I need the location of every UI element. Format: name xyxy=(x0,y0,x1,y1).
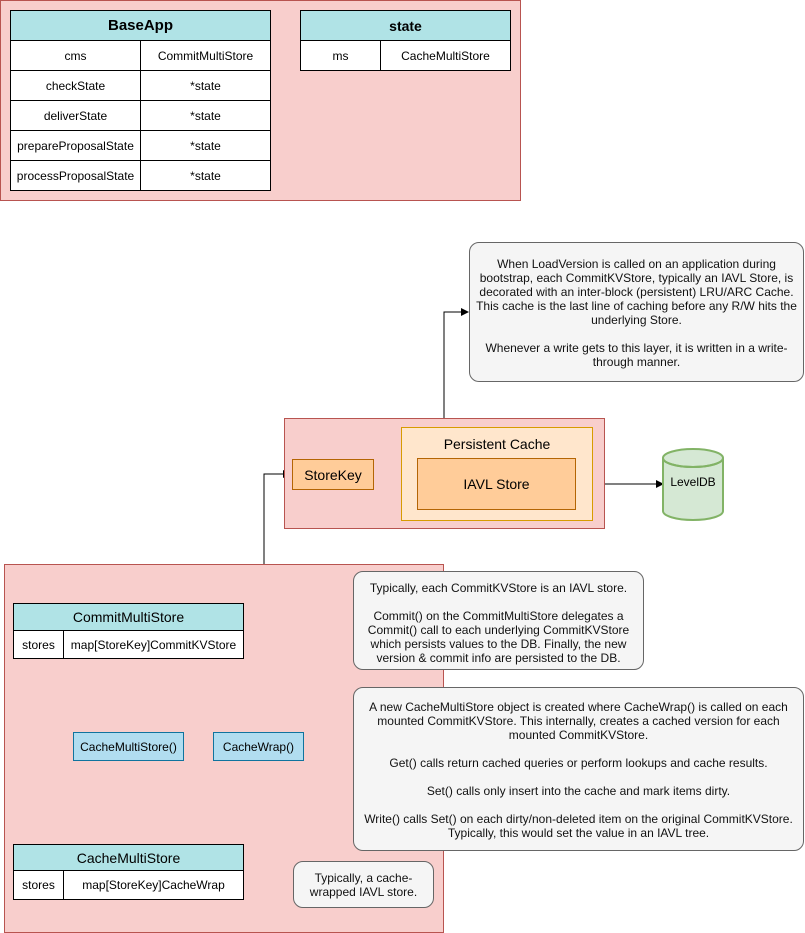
baseapp-row-value: *state xyxy=(140,100,271,131)
commitmultistore-key: stores xyxy=(13,630,64,659)
persistent-cache-title: Persistent Cache xyxy=(443,436,551,452)
commitmultistore-value: map[StoreKey]CommitKVStore xyxy=(63,630,244,659)
persistent-cache-note: When LoadVersion is called on an applica… xyxy=(469,242,804,382)
cachewrap-fn-box: CacheWrap() xyxy=(213,732,304,761)
baseapp-row-value: *state xyxy=(140,70,271,101)
state-row-key: ms xyxy=(300,40,381,71)
baseapp-table-title: BaseApp xyxy=(10,10,271,41)
baseapp-row-key: processProposalState xyxy=(10,160,141,191)
baseapp-row-value: *state xyxy=(140,160,271,191)
cachemultistore-key: stores xyxy=(13,870,64,900)
commitmultistore-title: CommitMultiStore xyxy=(13,603,244,631)
commit-note: Typically, each CommitKVStore is an IAVL… xyxy=(353,571,644,670)
cachemultistore-title: CacheMultiStore xyxy=(13,844,244,871)
baseapp-row-key: prepareProposalState xyxy=(10,130,141,161)
state-row-value: CacheMultiStore xyxy=(380,40,511,71)
cache-multistore-fn-box: CacheMultiStore() xyxy=(73,732,184,761)
arrow-to-persistent-note xyxy=(443,308,469,418)
cachewrap-note: Typically, a cache-wrapped IAVL store. xyxy=(293,861,434,908)
storekey-box: StoreKey xyxy=(292,459,374,490)
state-table-title: state xyxy=(300,10,511,41)
iavl-store-box: IAVL Store xyxy=(417,458,576,510)
cachemultistore-value: map[StoreKey]CacheWrap xyxy=(63,870,244,900)
leveldb-label: LevelDB xyxy=(670,475,716,489)
cache-note: A new CacheMultiStore object is created … xyxy=(353,687,804,851)
leveldb-cylinder xyxy=(662,448,724,521)
